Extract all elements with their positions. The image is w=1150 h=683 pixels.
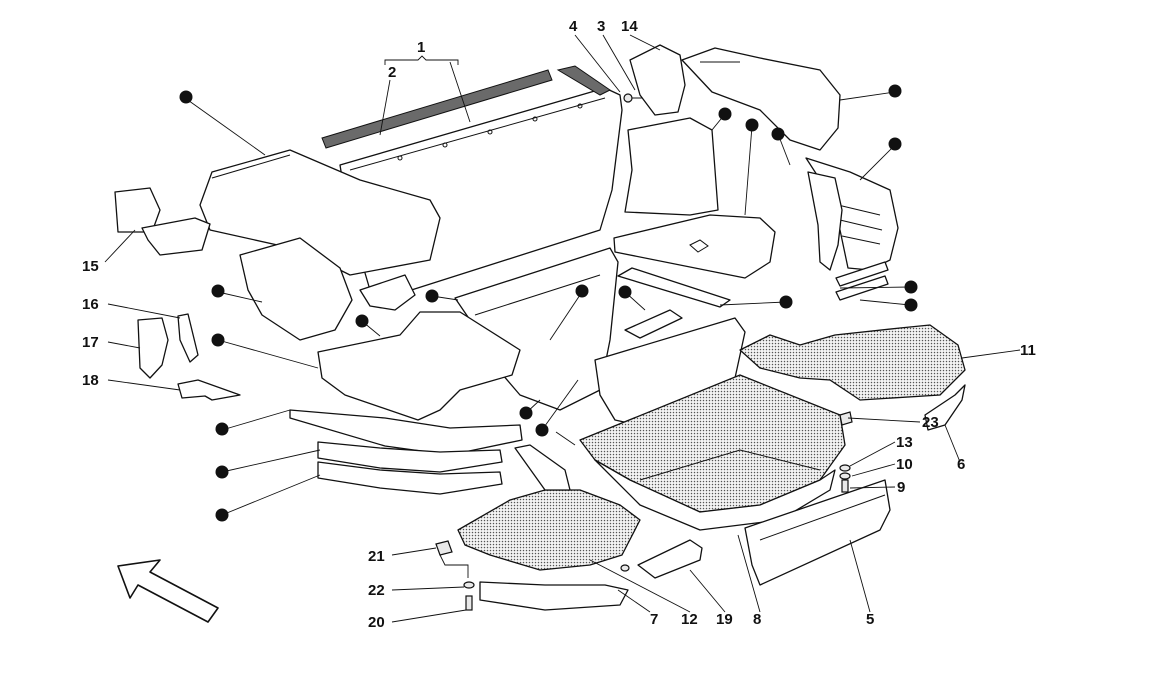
part-side-liner xyxy=(359,274,416,311)
label-1: 1 xyxy=(417,39,425,56)
label-23: 23 xyxy=(922,414,939,431)
part-15-bracket xyxy=(114,187,211,256)
part-19-bracket xyxy=(637,539,703,579)
part-7-strip xyxy=(479,581,629,611)
part-right-trim-stack xyxy=(805,157,899,301)
part-side-trim-center xyxy=(624,117,719,216)
callout-labels: 1 2 3 4 14 15 16 17 18 11 23 13 10 9 6 2… xyxy=(82,18,1036,631)
label-19: 19 xyxy=(716,611,733,628)
label-11: 11 xyxy=(1020,342,1036,359)
label-14: 14 xyxy=(621,18,638,35)
part-17-post xyxy=(137,317,169,379)
label-13: 13 xyxy=(896,434,913,451)
label-3: 3 xyxy=(597,18,605,35)
label-21: 21 xyxy=(368,548,385,565)
label-4: 4 xyxy=(569,18,578,35)
part-left-strips xyxy=(289,409,523,495)
label-22: 22 xyxy=(368,582,385,599)
part-main-tray xyxy=(579,374,846,531)
part-flat-board xyxy=(613,214,776,279)
label-10: 10 xyxy=(896,456,913,473)
label-20: 20 xyxy=(368,614,385,631)
label-5: 5 xyxy=(866,611,874,628)
part-2-seal-strip xyxy=(321,69,553,149)
part-cushion-left xyxy=(199,149,441,276)
part-12-dotted-panel xyxy=(457,444,641,571)
part-6-strip xyxy=(924,384,966,431)
bullet-markers xyxy=(179,84,918,522)
part-16-upright xyxy=(177,313,199,363)
label-6: 6 xyxy=(957,456,965,473)
part-5-fascia xyxy=(744,479,891,586)
label-2: 2 xyxy=(388,64,396,81)
part-left-mid-trim xyxy=(317,311,521,421)
label-16: 16 xyxy=(82,296,99,313)
part-small-bracket xyxy=(624,309,683,339)
label-9: 9 xyxy=(897,479,905,496)
label-15: 15 xyxy=(82,258,99,275)
direction-arrow xyxy=(117,559,219,623)
label-18: 18 xyxy=(82,372,99,389)
part-curved-liner xyxy=(239,237,353,341)
part-cushion-right xyxy=(681,47,841,151)
label-8: 8 xyxy=(753,611,761,628)
part-14-cover xyxy=(629,44,686,116)
part-18-plate xyxy=(177,379,241,401)
fasteners xyxy=(435,93,853,611)
label-7: 7 xyxy=(650,611,658,628)
part-11-dotted-panel xyxy=(739,324,966,401)
part-flat-strip xyxy=(617,267,731,308)
label-17: 17 xyxy=(82,334,99,351)
label-12: 12 xyxy=(681,611,698,628)
